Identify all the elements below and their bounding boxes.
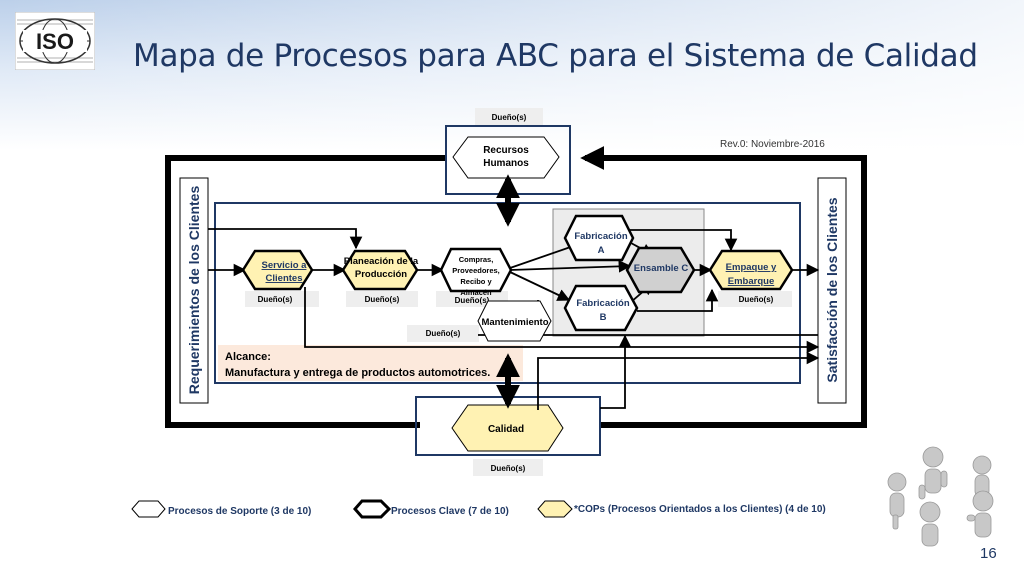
owner-label: Dueño(s) <box>426 329 461 338</box>
legend-cops-swatch <box>537 500 573 518</box>
empaque-label-1: Empaque y <box>726 262 777 273</box>
process-mantenimiento[interactable] <box>477 300 552 342</box>
owner-tag-calidad <box>473 459 543 476</box>
compras-label-2: Proveedores, <box>452 266 500 275</box>
owner-label: Dueño(s) <box>455 296 490 305</box>
process-compras[interactable] <box>439 247 513 293</box>
fabricacion-a-label-1: Fabricación <box>574 231 628 242</box>
scope-title: Alcance: <box>225 351 271 363</box>
process-fabricacion-b[interactable] <box>563 284 639 332</box>
owner-label: Dueño(s) <box>365 295 400 304</box>
compras-label-3: Recibo y <box>460 277 492 286</box>
compras-label-4: Almacén <box>460 288 492 297</box>
page-number: 16 <box>980 545 997 562</box>
compras-label-1: Compras, <box>459 255 494 264</box>
scope-text: Manufactura y entrega de productos autom… <box>225 367 490 379</box>
process-planeacion[interactable] <box>341 249 419 291</box>
fabricacion-a-label-2: A <box>598 245 605 256</box>
legend-clave-swatch <box>353 499 392 519</box>
planeacion-label-1: Planeación de la <box>344 256 419 267</box>
requerimientos-label: Requerimientos de los Clientes <box>186 186 202 395</box>
process-servicio-clientes[interactable] <box>241 249 314 291</box>
people-group-illustration <box>887 446 994 547</box>
revision-text: Rev.0: Noviembre-2016 <box>720 139 825 150</box>
process-ensamble[interactable] <box>625 246 696 294</box>
legend-clave-label: Procesos Clave (7 de 10) <box>391 506 509 517</box>
satisfaccion-label: Satisfacción de los Clientes <box>824 197 840 382</box>
owner-tag-recursos <box>475 108 543 125</box>
fabricacion-b-label-2: B <box>600 312 607 323</box>
servicio-label-1: Servicio a <box>262 260 308 271</box>
process-calidad[interactable] <box>451 404 564 452</box>
fabricacion-b-label-1: Fabricación <box>576 298 630 309</box>
iso-logo-text: ISO <box>36 29 74 54</box>
requerimientos-box <box>179 177 209 404</box>
process-empaque[interactable] <box>708 249 794 291</box>
owner-label: Dueño(s) <box>258 295 293 304</box>
legend: Procesos de Soporte (3 de 10) Procesos C… <box>131 499 826 519</box>
calidad-label: Calidad <box>488 424 524 435</box>
owner-tags-row: Dueño(s) Dueño(s) Dueño(s) Dueño(s) Dueñ… <box>245 291 792 342</box>
page-title: Mapa de Procesos para ABC para el Sistem… <box>133 38 978 74</box>
empaque-label-2: Embarque <box>728 276 774 287</box>
mantenimiento-label: Mantenimiento <box>481 317 548 328</box>
owner-label: Dueño(s) <box>739 295 774 304</box>
process-fabricacion-a[interactable] <box>563 214 635 262</box>
ensamble-label: Ensamble C <box>634 263 689 274</box>
legend-cops-label: *COPs (Procesos Orientados a los Cliente… <box>574 504 826 515</box>
outer-feedback-loop <box>165 146 867 428</box>
recursos-label-1: Recursos <box>483 145 529 156</box>
process-recursos-humanos[interactable] <box>452 136 560 179</box>
iso-logo: ISO <box>15 12 95 70</box>
recursos-label-2: Humanos <box>483 158 529 169</box>
scope-box <box>218 345 523 381</box>
owner-label: Dueño(s) <box>492 113 527 122</box>
servicio-label-2: Clientes <box>266 273 303 284</box>
satisfaccion-box <box>817 177 847 404</box>
planeacion-label-2: Producción <box>355 269 407 280</box>
legend-soporte-label: Procesos de Soporte (3 de 10) <box>168 506 311 517</box>
legend-soporte-swatch <box>131 500 166 518</box>
owner-label: Dueño(s) <box>491 464 526 473</box>
